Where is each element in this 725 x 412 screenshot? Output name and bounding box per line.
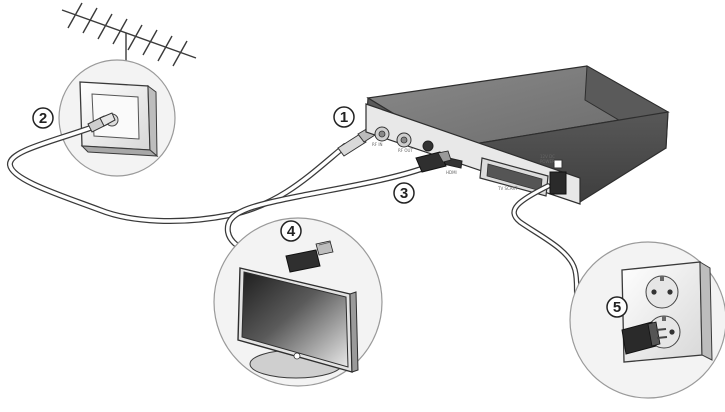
coax-plug-wall — [87, 112, 116, 133]
scart-connector — [479, 157, 549, 197]
callout-2-label: 2 — [39, 110, 47, 127]
tv — [237, 267, 359, 373]
rf-in-connector — [374, 126, 390, 142]
outlet-socket-upper — [645, 275, 679, 309]
power-jack — [553, 159, 563, 169]
hdmi-plug-receiver — [415, 150, 452, 173]
callout-5-label: 5 — [613, 299, 621, 316]
label-scart: TV SCART — [497, 186, 518, 191]
callout-1-label: 1 — [340, 109, 348, 126]
label-rf-out: RF OUT — [398, 148, 413, 153]
rf-out-connector — [396, 132, 412, 148]
tv-detail — [213, 217, 383, 387]
hdmi-plug-tv — [285, 240, 334, 273]
power-plug — [621, 321, 668, 355]
wall-outlet-detail — [569, 241, 725, 399]
label-power-sub: POWER — [540, 159, 555, 164]
set-top-box: RF IN RF OUT HDMI TV SCART 12V DC POWER — [365, 65, 670, 205]
antenna-coax-cable — [7, 120, 348, 225]
audio-connector — [422, 140, 434, 152]
wall-antenna-socket — [58, 59, 176, 177]
callout-1: 1 — [333, 106, 355, 128]
callout-2: 2 — [32, 107, 54, 129]
callout-3: 3 — [393, 182, 415, 204]
callout-4: 4 — [280, 220, 302, 242]
callout-4-label: 4 — [287, 223, 296, 240]
callout-5: 5 — [606, 296, 628, 318]
callout-3-label: 3 — [400, 185, 408, 202]
label-hdmi: HDMI — [446, 170, 457, 175]
power-adapter-plug — [549, 171, 567, 195]
label-rf-in: RF IN — [372, 142, 383, 147]
label-power: 12V DC — [540, 154, 555, 159]
